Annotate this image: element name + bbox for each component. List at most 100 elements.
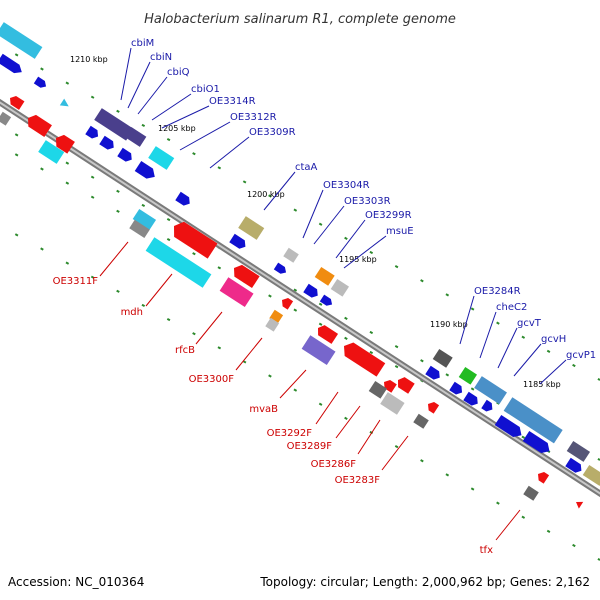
- gene-feature[interactable]: [0, 22, 43, 59]
- gene-feature[interactable]: [59, 98, 71, 110]
- gene-feature[interactable]: [301, 335, 336, 366]
- gene-label[interactable]: OE3303R: [344, 196, 391, 207]
- gene-feature[interactable]: [425, 400, 440, 414]
- gene-label[interactable]: gcvT: [517, 318, 542, 329]
- gene-feature[interactable]: [566, 440, 591, 462]
- gene-label[interactable]: cbiO1: [191, 84, 220, 95]
- leader-line: [151, 93, 192, 121]
- gene-label[interactable]: cbiM: [131, 38, 154, 49]
- gene-label[interactable]: gcvP1: [566, 350, 596, 361]
- gene-feature[interactable]: [52, 132, 75, 154]
- gene-label[interactable]: cbiN: [150, 52, 172, 63]
- gene-feature[interactable]: [148, 146, 175, 170]
- gene-feature[interactable]: [283, 247, 299, 263]
- gene-label[interactable]: OE3311F: [53, 276, 99, 287]
- gene-feature[interactable]: [565, 457, 584, 475]
- gene-feature[interactable]: [99, 135, 116, 152]
- scale-ticks: 1210 kbp 1205 kbp 1200 kbp 1195 kbp 1190…: [70, 55, 561, 389]
- gene-label[interactable]: OE3304R: [323, 180, 370, 191]
- gene-feature[interactable]: [7, 94, 25, 110]
- gene-feature[interactable]: [523, 485, 539, 501]
- gene-label[interactable]: OE3314R: [209, 96, 256, 107]
- gene-feature[interactable]: [319, 294, 334, 308]
- gene-feature[interactable]: [503, 397, 563, 444]
- gene-feature[interactable]: [425, 365, 442, 382]
- gene-label[interactable]: OE3309R: [249, 127, 296, 138]
- leader-line: [343, 235, 387, 269]
- gene-feature[interactable]: [229, 233, 248, 251]
- gene-feature[interactable]: [129, 219, 150, 238]
- gene-feature[interactable]: [582, 464, 600, 486]
- genome-summary: Topology: circular; Length: 2,000,962 bp…: [259, 575, 590, 589]
- gene-feature[interactable]: [33, 76, 48, 90]
- gene-feature[interactable]: [279, 296, 294, 310]
- gene-feature[interactable]: [463, 391, 480, 408]
- gene-feature[interactable]: [24, 112, 52, 137]
- gene-feature[interactable]: [458, 366, 478, 385]
- gene-label[interactable]: OE3312R: [230, 112, 277, 123]
- gene-feature[interactable]: [481, 399, 495, 414]
- gene-feature[interactable]: [38, 140, 65, 164]
- gene-feature[interactable]: [381, 378, 397, 393]
- gene-label[interactable]: cbiQ: [167, 67, 190, 78]
- gene-label[interactable]: gcvH: [541, 334, 566, 345]
- gene-feature[interactable]: [432, 348, 453, 368]
- gene-feature[interactable]: [522, 430, 553, 456]
- gene-label[interactable]: ctaA: [295, 162, 318, 173]
- gene-label[interactable]: mdh: [121, 307, 143, 318]
- gene-feature[interactable]: [230, 262, 260, 289]
- gene-feature[interactable]: [169, 218, 218, 259]
- gene-feature[interactable]: [0, 53, 25, 77]
- gene-feature[interactable]: [145, 237, 212, 288]
- gene-feature[interactable]: [413, 413, 429, 429]
- reverse-gene-labels: OE3311F mdh rfcB OE3300F mvaB OE3292F OE…: [53, 241, 521, 556]
- gene-feature[interactable]: [449, 381, 465, 397]
- gene-label[interactable]: OE3284R: [474, 286, 521, 297]
- tick-label: 1205 kbp: [158, 124, 196, 133]
- gene-feature[interactable]: [314, 266, 335, 286]
- gene-feature[interactable]: [238, 216, 265, 240]
- gene-feature[interactable]: [117, 147, 134, 164]
- gene-feature[interactable]: [94, 108, 134, 141]
- accession-label: Accession: NC_010364: [8, 575, 144, 589]
- leader-line: [459, 295, 475, 345]
- gene-feature[interactable]: [175, 191, 192, 208]
- gene-feature[interactable]: [315, 323, 339, 344]
- gene-label[interactable]: mvaB: [249, 404, 278, 415]
- gene-label[interactable]: OE3300F: [189, 374, 235, 385]
- gene-feature[interactable]: [340, 339, 386, 377]
- gene-feature[interactable]: [132, 208, 157, 230]
- gene-feature[interactable]: [535, 470, 550, 484]
- gene-feature[interactable]: [124, 126, 147, 147]
- leader-line: [195, 311, 223, 345]
- gene-feature[interactable]: [380, 392, 405, 415]
- gene-feature[interactable]: [85, 125, 101, 141]
- leader-line: [263, 171, 296, 211]
- gene-label[interactable]: rfcB: [175, 345, 195, 356]
- leader-line: [99, 241, 129, 277]
- gene-label[interactable]: OE3289F: [287, 441, 333, 452]
- gene-feature[interactable]: [574, 499, 584, 509]
- gene-label[interactable]: OE3286F: [311, 459, 357, 470]
- leader-line: [145, 273, 173, 307]
- gene-label[interactable]: OE3292F: [267, 428, 313, 439]
- gene-feature[interactable]: [474, 376, 507, 405]
- gene-feature[interactable]: [330, 278, 350, 297]
- gene-feature[interactable]: [273, 262, 288, 276]
- gene-feature[interactable]: [134, 160, 158, 182]
- gene-feature[interactable]: [219, 277, 254, 308]
- gene-label[interactable]: cheC2: [496, 302, 527, 313]
- gene-feature[interactable]: [303, 283, 320, 300]
- gene-label[interactable]: msuE: [386, 226, 414, 237]
- leader-line: [539, 359, 567, 385]
- outer-forward-guide: [0, 44, 600, 381]
- gene-feature[interactable]: [265, 317, 280, 332]
- gene-label[interactable]: OE3283F: [335, 475, 381, 486]
- gene-feature[interactable]: [0, 111, 12, 126]
- gene-feature[interactable]: [395, 375, 415, 394]
- gene-feature[interactable]: [494, 414, 525, 440]
- gene-label[interactable]: OE3299R: [365, 210, 412, 221]
- gene-feature[interactable]: [368, 380, 388, 399]
- gene-label[interactable]: tfx: [480, 545, 493, 556]
